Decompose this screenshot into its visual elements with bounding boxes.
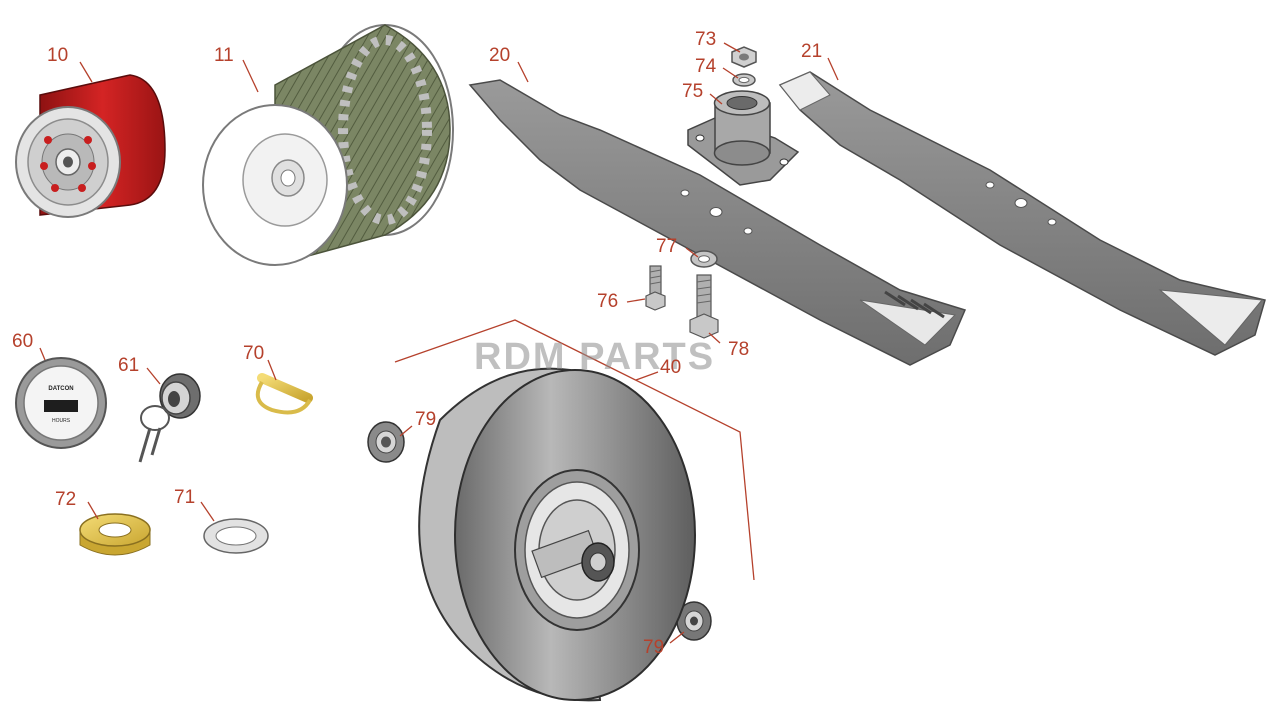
callout-61: 61 [118, 355, 140, 376]
oil-filter-icon [15, 74, 166, 218]
hour-meter-icon: DATCON HOURS [15, 357, 107, 449]
callout-40: 40 [660, 357, 682, 378]
ignition-switch-icon [138, 373, 201, 463]
callout-70: 70 [243, 343, 265, 364]
callout-76: 76 [597, 291, 619, 312]
bolt-78-icon [689, 274, 719, 339]
callout-75: 75 [682, 81, 704, 102]
mower-blade-21-icon [778, 71, 1266, 356]
washer-71-icon [203, 518, 269, 554]
callout-79-bottom: 79 [643, 637, 665, 658]
mower-blade-20-icon [468, 79, 967, 366]
callout-73: 73 [695, 29, 717, 50]
bearing-79-top-icon [367, 421, 405, 463]
callout-71: 71 [174, 487, 196, 508]
callout-79-top: 79 [415, 409, 437, 430]
callout-20: 20 [489, 45, 511, 66]
callout-77: 77 [656, 236, 678, 257]
callout-74: 74 [695, 56, 717, 77]
callout-72: 72 [55, 489, 77, 510]
callout-21: 21 [801, 41, 823, 62]
callout-60: 60 [12, 331, 34, 352]
callout-78: 78 [728, 339, 750, 360]
leader-lines [39, 42, 839, 644]
watermark-text: RDM PARTS [474, 336, 716, 378]
nut-icon [731, 46, 757, 68]
callout-11: 11 [214, 45, 234, 66]
callout-10: 10 [47, 45, 69, 66]
air-filter-icon [202, 24, 454, 266]
meter-brand-text: DATCON [48, 386, 73, 392]
wheel-icon [418, 367, 696, 702]
washer-77-icon [690, 250, 718, 268]
bolt-76-icon [645, 265, 666, 311]
lynch-pin-icon [255, 373, 313, 415]
meter-unit-text: HOURS [52, 418, 71, 424]
washer-74-icon [732, 73, 756, 87]
bushing-icon [79, 513, 151, 556]
blade-hub-icon [687, 90, 800, 186]
